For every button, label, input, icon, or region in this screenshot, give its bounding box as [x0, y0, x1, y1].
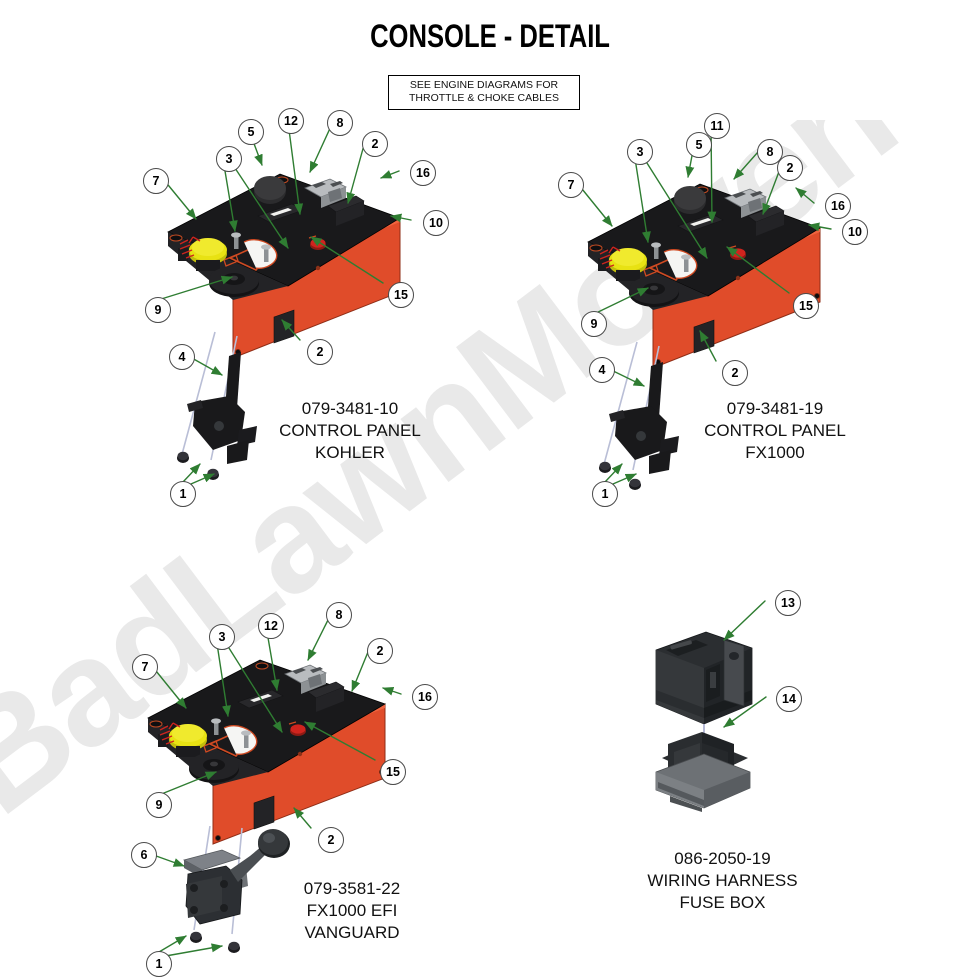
callout-fx1000-3[interactable]: 3 [627, 139, 653, 165]
callout-fx1000-1[interactable]: 1 [592, 481, 618, 507]
callout-fx1000-2[interactable]: 2 [777, 155, 803, 181]
callout-fx1000-16[interactable]: 16 [825, 193, 851, 219]
callout-vanguard-6[interactable]: 6 [131, 842, 157, 868]
cap-fusebox-name-line-1: WIRING HARNESS [647, 871, 798, 890]
cap-vanguard-part-number: 079-3581-22 [303, 879, 401, 898]
callout-kohler-12[interactable]: 12 [278, 108, 304, 134]
cap-fx1000-name-line-1: CONTROL PANEL [704, 421, 846, 440]
callout-fx1000-11[interactable]: 11 [704, 113, 730, 139]
cap-fx1000-part-number: 079-3481-19 [726, 399, 824, 418]
vanguard-shifter-art [182, 826, 290, 953]
cap-vanguard-name-line-1: FX1000 EFI [306, 901, 398, 920]
cap-fusebox-part-number: 086-2050-19 [674, 849, 771, 868]
callout-vanguard-8[interactable]: 8 [326, 602, 352, 628]
callout-vanguard-2[interactable]: 2 [367, 638, 393, 664]
callout-fx1000-9[interactable]: 9 [581, 311, 607, 337]
callout-kohler-10[interactable]: 10 [423, 210, 449, 236]
callout-kohler-3[interactable]: 3 [216, 146, 242, 172]
callout-vanguard-2[interactable]: 2 [318, 827, 344, 853]
callout-kohler-1[interactable]: 1 [170, 481, 196, 507]
callout-fx1000-7[interactable]: 7 [558, 172, 584, 198]
callout-fx1000-15[interactable]: 15 [793, 293, 819, 319]
callout-vanguard-12[interactable]: 12 [258, 613, 284, 639]
cap-vanguard-name-line-2: VANGUARD [304, 923, 400, 942]
callout-fx1000-4[interactable]: 4 [589, 357, 615, 383]
callout-fusebox-14[interactable]: 14 [776, 686, 802, 712]
callout-kohler-15[interactable]: 15 [388, 282, 414, 308]
callout-fx1000-2[interactable]: 2 [722, 360, 748, 386]
callout-kohler-2[interactable]: 2 [307, 339, 333, 365]
callout-kohler-16[interactable]: 16 [410, 160, 436, 186]
callout-vanguard-15[interactable]: 15 [380, 759, 406, 785]
note-line-2: THROTTLE & CHOKE CABLES [409, 92, 559, 104]
callout-kohler-4[interactable]: 4 [169, 344, 195, 370]
callout-vanguard-1[interactable]: 1 [146, 951, 172, 977]
callout-kohler-7[interactable]: 7 [143, 168, 169, 194]
fuse-box-cover-art [655, 631, 753, 812]
callout-vanguard-3[interactable]: 3 [209, 624, 235, 650]
callout-fusebox-13[interactable]: 13 [775, 590, 801, 616]
cap-fx1000-name-line-2: FX1000 [745, 443, 805, 462]
callout-fx1000-10[interactable]: 10 [842, 219, 868, 245]
page-title: CONSOLE - DETAIL [370, 18, 610, 54]
callout-kohler-9[interactable]: 9 [145, 297, 171, 323]
note-line-1: SEE ENGINE DIAGRAMS FOR [409, 79, 559, 91]
callout-kohler-5[interactable]: 5 [238, 119, 264, 145]
callout-vanguard-7[interactable]: 7 [132, 654, 158, 680]
cap-kohler-name-line-1: CONTROL PANEL [279, 421, 421, 440]
cap-kohler-name-line-2: KOHLER [315, 443, 385, 462]
kohler-throttle-lever-art [177, 331, 257, 480]
engine-diagram-note: SEE ENGINE DIAGRAMS FOR THROTTLE & CHOKE… [388, 75, 580, 110]
callout-kohler-8[interactable]: 8 [327, 110, 353, 136]
cap-fusebox-name-line-2: FUSE BOX [679, 893, 766, 912]
callout-vanguard-16[interactable]: 16 [412, 684, 438, 710]
callout-vanguard-9[interactable]: 9 [146, 792, 172, 818]
cap-kohler-part-number: 079-3481-10 [301, 399, 399, 418]
callout-kohler-2[interactable]: 2 [362, 131, 388, 157]
